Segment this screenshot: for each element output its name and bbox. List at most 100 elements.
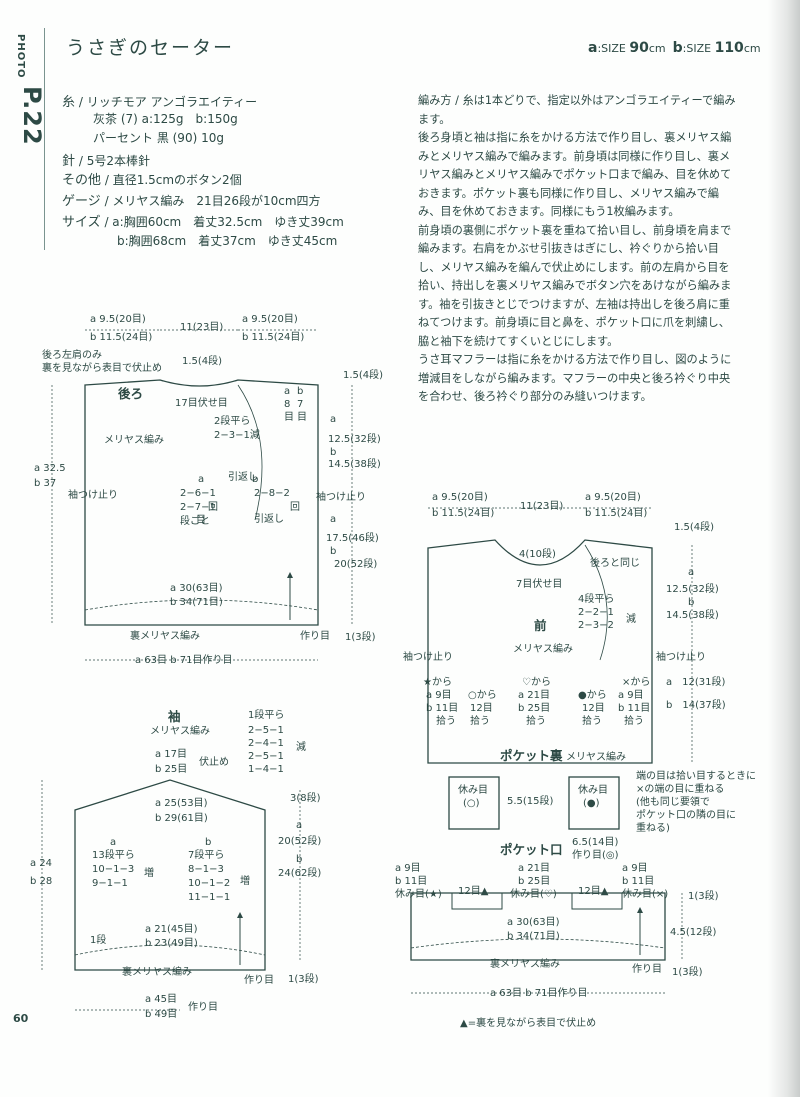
page-gutter-shadow (768, 0, 800, 1097)
front-pk-star-h: 拾う (436, 714, 456, 727)
yarn-line1: 灰茶 (7) a:125g b:150g (93, 112, 238, 126)
back-sleeve-3: 段ごと (180, 514, 210, 527)
front-title: 前 (534, 618, 547, 633)
pocket-mouth-title: ポケット口 (500, 842, 563, 857)
back-top-left-a: a 9.5(20目) (90, 314, 146, 325)
page-number: 60 (13, 1012, 29, 1025)
back-bottom-a: a 30(63目) (170, 583, 223, 594)
sleeve-bot-a: a 21(45目) (145, 924, 198, 935)
sleeve-s5: 1−4−1 (248, 764, 284, 775)
back-right-v1: 12.5(32段) (328, 432, 381, 445)
size-label: サイズ (62, 215, 101, 230)
sleeve-i2: 10−1−3 (92, 864, 134, 875)
front-pk-c1-h: 拾う (470, 714, 490, 727)
footnote: ▲=裏を見ながら表目で伏止め (460, 1018, 597, 1029)
yarn-label: 糸 (62, 95, 76, 110)
front-neck-bind: 7目伏せ目 (516, 577, 562, 590)
front-dec-0: 4段平ら (578, 592, 614, 605)
pocket-mouth-h1: 1(3段) (688, 889, 719, 902)
sleeve-zou: 増 (144, 866, 154, 879)
back-neck-depth: 1.5(4段) (182, 354, 222, 367)
materials-other: その他 / 直径1.5cmのボタン2個 (62, 173, 242, 188)
back-sleeve-2: 2−7−1 (180, 502, 216, 513)
pocket-mouth-h3: 1(3段) (672, 965, 703, 978)
back-hikikaeshi-2: 引返し (254, 513, 284, 525)
back-top-mid: 11(23目) (180, 322, 223, 333)
back-right-b2: b (330, 546, 336, 557)
pocket-mouth-right-band (571, 892, 623, 910)
materials-needle: 針 / 5号2本棒針 (62, 154, 150, 169)
front-pk-dot-h: 拾う (582, 714, 602, 727)
sleeve-s3: 2−4−1 (248, 738, 284, 749)
back-sleeve-b: b (252, 474, 258, 485)
back-right-a1: a (330, 414, 336, 425)
back-top-right-b: b 11.5(24目) (242, 332, 304, 343)
sleeve-title: 袖 (168, 709, 181, 724)
back-stitch: メリヤス編み (104, 433, 164, 446)
back-cast-on: 作り目 (300, 630, 330, 642)
front-join-left: 袖つけ止り (403, 650, 453, 663)
sleeve-len-b: b 28 (30, 876, 52, 887)
size-b-unit: cm (743, 42, 761, 55)
back-right-v4: 20(52段) (334, 557, 377, 570)
back-right-a2: a (330, 514, 336, 525)
size-b-detail: b:胸囲68cm 着丈37cm ゆき丈45cm (117, 234, 338, 248)
pocket-mouth-l-r: 休み目(★) (395, 888, 442, 900)
front-right-top: 1.5(4段) (674, 520, 714, 533)
front-top-left-a: a 9.5(20目) (432, 492, 488, 503)
sleeve-top-a: a 17目 (155, 749, 187, 760)
back-rib-label: 裏メリヤス編み (130, 629, 200, 642)
back-top-right-a: a 9.5(20目) (242, 314, 298, 325)
photo-label: PHOTO (15, 34, 26, 79)
pocket-mouth-r-a: a 9目 (622, 863, 648, 874)
back-right-v2: 14.5(38段) (328, 457, 381, 470)
back-dec-1: 2段平ら (214, 414, 250, 427)
back-height-b: b 37 (34, 478, 56, 489)
size-a-label: :SIZE (597, 42, 626, 55)
back-shoulder-me2: 目 (297, 412, 307, 423)
yarn-name: リッチモア アンゴラエイティー (86, 95, 258, 109)
back-body-outline (84, 379, 319, 626)
pocket-mouth-left-band (451, 892, 503, 910)
back-sleeve-join-right: 袖つけ止り (316, 490, 366, 503)
pocket-mouth-r-b: b 11目 (622, 876, 654, 887)
front-dec-2: 2−3−2 (578, 620, 614, 631)
sleeve-cast: 作り目 (244, 974, 274, 986)
sleeve-top-h: 3(8段) (290, 791, 321, 804)
front-pk-heart-b: b 25目 (518, 703, 550, 714)
sleeve-s4: 2−5−1 (248, 751, 284, 762)
back-sleeve-kai: 回 (208, 501, 218, 513)
back-rib-line (84, 599, 319, 611)
pocket-back-width: 6.5(14目) (572, 837, 619, 848)
front-pk-dot: ●から (578, 689, 607, 701)
front-join-right: 袖つけ止り (656, 650, 706, 663)
front-pk-dot-v: 12目 (582, 703, 605, 714)
front-right-v4: 14.5(38段) (666, 608, 719, 621)
back-title: 後ろ (118, 386, 143, 401)
pocket-mouth-m-a: a 21目 (518, 863, 550, 874)
back-shoulder-a: a (284, 386, 290, 397)
back-width: a 63目 b 71目作り目 (135, 654, 232, 666)
photo-tab: PHOTO P.22 (12, 34, 46, 244)
sleeve-i3: 9−1−1 (92, 878, 128, 889)
pocket-mouth-m-r: 休み目(♡) (510, 888, 557, 900)
pocket-back-height: 5.5(15段) (507, 794, 554, 807)
back-sleeve-1: 2−6−1 (180, 488, 216, 499)
size-a-detail: a:胸囲60cm 着丈32.5cm ゆき丈39cm (112, 215, 344, 229)
materials-yarn: 糸 / リッチモア アンゴラエイティー (62, 95, 258, 110)
sleeve-right-v2: 24(62段) (278, 866, 321, 879)
back-right-top: 1.5(4段) (343, 368, 383, 381)
back-sleeve-b1: 2−8−2 (254, 488, 290, 499)
back-right-v3: 17.5(46段) (326, 531, 379, 544)
size-spec: a:SIZE 90cm b:SIZE 110cm (588, 40, 761, 56)
front-pk-heart-h: 拾う (526, 714, 546, 727)
sleeve-s1: 1段平ら (248, 708, 284, 721)
back-shoulder-8: 8 (284, 399, 290, 410)
materials-size: サイズ / a:胸囲60cm 着丈32.5cm ゆき丈39cm (62, 215, 344, 230)
size-b-value: 110 (714, 40, 744, 56)
front-same-back: 後ろと同じ (590, 556, 640, 569)
sleeve-j3: 10−1−2 (188, 878, 230, 889)
method-paragraph-3: 前身頃の裏側にポケット裏を重ねて拾い目し、前身頃を肩まで編みます。右肩をかぶせ引… (418, 223, 732, 348)
pocket-back-cast: 作り目(◎) (572, 849, 619, 861)
